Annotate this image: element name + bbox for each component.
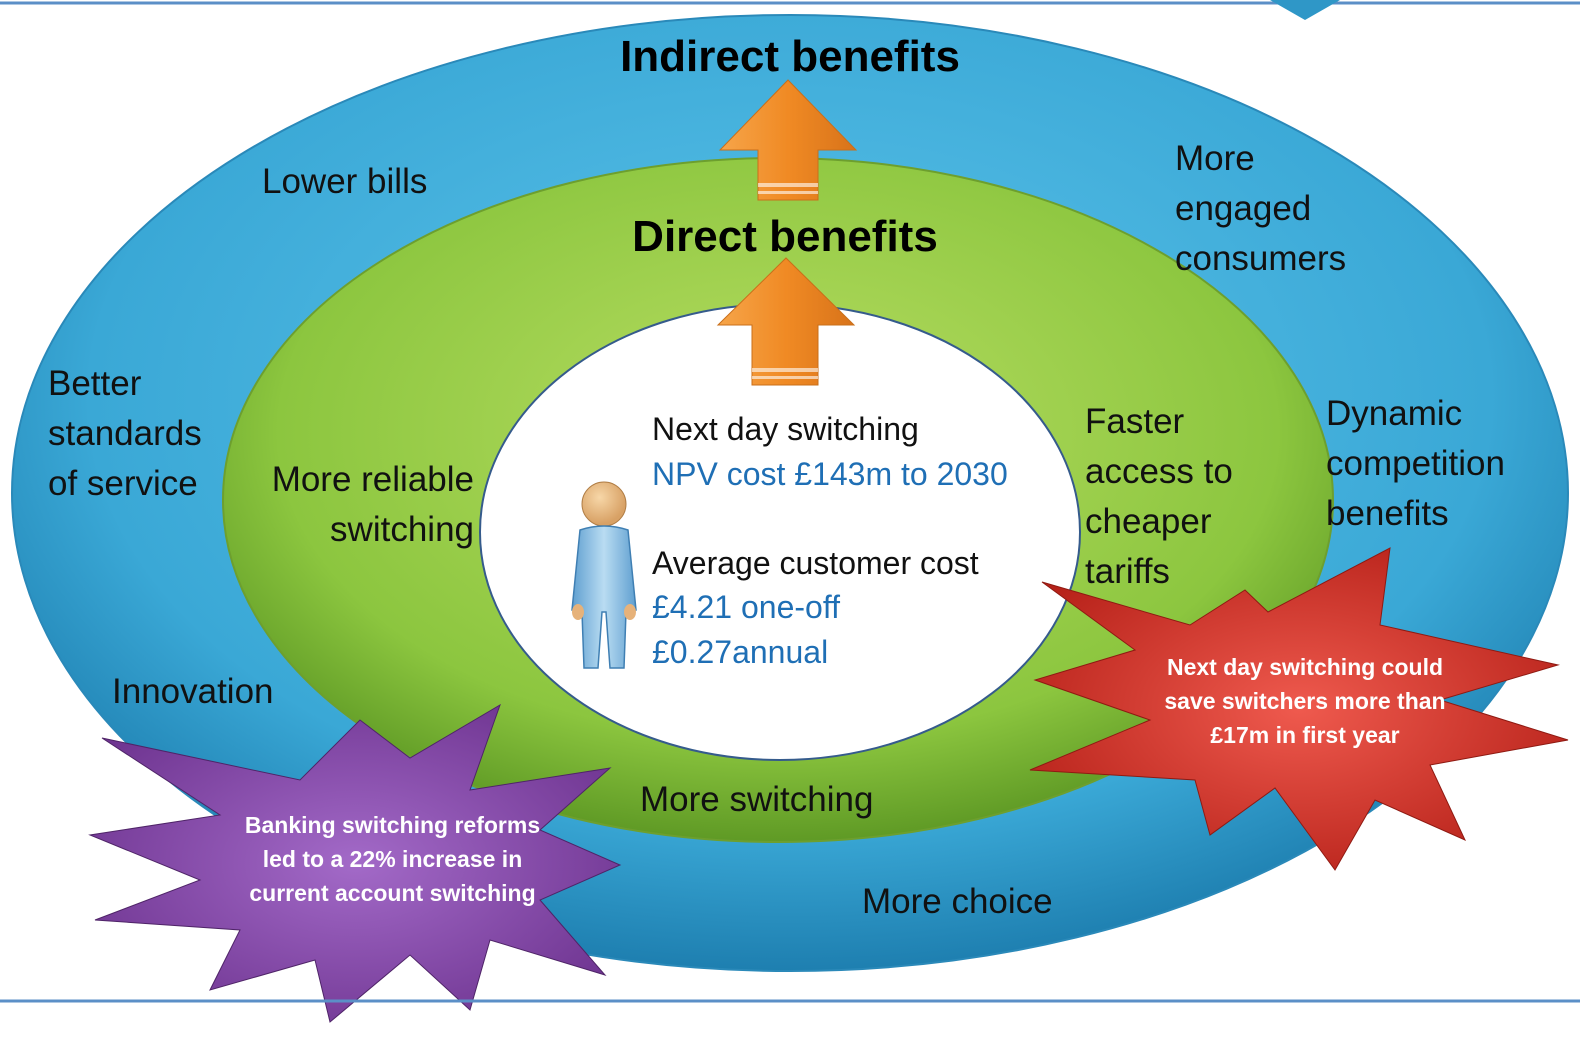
direct-benefits-title: Direct benefits (632, 212, 938, 261)
corner-tab (1270, 0, 1340, 20)
more-choice-label: More choice (862, 882, 1053, 921)
reliable-line-1: More reliable (271, 460, 474, 499)
innovation-label: Innovation (112, 672, 274, 711)
core-heading-1: Next day switching (652, 411, 919, 447)
more-switching-label: More switching (640, 780, 874, 819)
engaged-line-1: More (1175, 139, 1255, 178)
arrow-up-icon (716, 257, 856, 386)
red-callout-line-1: Next day switching could (1166, 654, 1444, 680)
lower-bills-label: Lower bills (262, 162, 428, 201)
red-callout-line-2: save switchers more than (1164, 688, 1446, 714)
faster-line-1: Faster (1085, 402, 1185, 441)
faster-line-4: tariffs (1085, 552, 1170, 591)
engaged-line-2: engaged (1175, 189, 1312, 228)
annual-cost-value: £0.27annual (652, 634, 829, 670)
dynamic-line-3: benefits (1326, 494, 1449, 533)
person-icon (571, 481, 637, 669)
red-starburst-callout (1029, 547, 1569, 871)
core-heading-2: Average customer cost (652, 545, 979, 581)
purple-starburst-callout (88, 703, 622, 1023)
standards-line-2: standards (48, 414, 202, 453)
purple-callout-line-3: current account switching (249, 880, 536, 906)
reliable-line-2: switching (330, 510, 474, 549)
one-off-cost-value: £4.21 one-off (652, 589, 841, 625)
purple-callout-line-1: Banking switching reforms (244, 812, 541, 838)
faster-line-3: cheaper (1085, 502, 1212, 541)
purple-callout-line-2: led to a 22% increase in (262, 846, 523, 872)
standards-line-3: of service (48, 464, 198, 503)
standards-line-1: Better (48, 364, 142, 403)
dynamic-line-2: competition (1326, 444, 1505, 483)
red-callout-line-3: £17m in first year (1210, 722, 1400, 748)
npv-cost-value: NPV cost £143m to 2030 (652, 456, 1008, 492)
indirect-benefits-title: Indirect benefits (620, 32, 960, 81)
arrow-up-icon (718, 79, 858, 201)
engaged-line-3: consumers (1175, 239, 1347, 278)
faster-line-2: access to (1085, 452, 1233, 491)
dynamic-line-1: Dynamic (1326, 394, 1463, 433)
